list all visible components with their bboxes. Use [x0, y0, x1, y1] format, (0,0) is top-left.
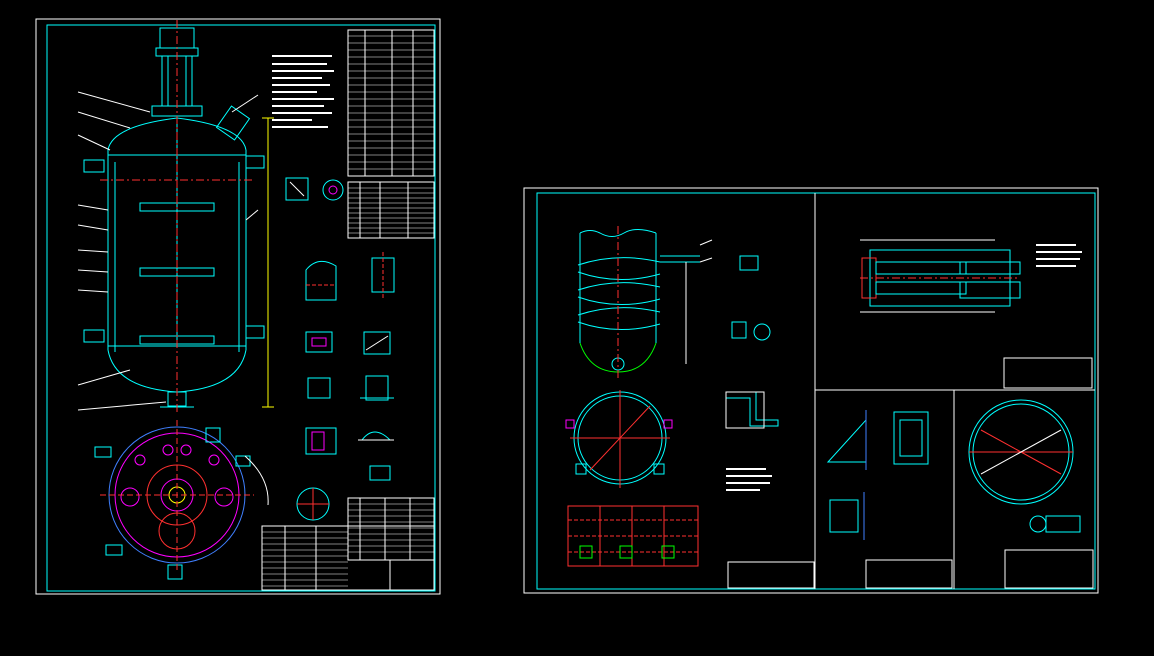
- detail-c: [305, 260, 337, 301]
- vessel-top-view: [94, 420, 269, 580]
- design-data-rows: [348, 35, 434, 170]
- sheet2-title-block-right: [1004, 549, 1094, 589]
- title-block-rows: [262, 531, 348, 587]
- coil-elevation-view: [577, 226, 713, 380]
- sheet1-outer-frame: [35, 18, 441, 595]
- sheet2-table-top-right: [1003, 357, 1093, 389]
- sheet2-title-block-left: [727, 561, 815, 589]
- detail-f: [363, 331, 391, 355]
- parts-list-rows: [348, 503, 434, 553]
- sheet2-inner-frame: [536, 192, 1096, 590]
- detail-b: [322, 179, 344, 201]
- support-detail-view: [826, 410, 929, 540]
- ring-plan-view: [968, 399, 1081, 533]
- coil-plan-view: [565, 390, 673, 488]
- detail-h: [360, 375, 394, 401]
- detail-d: [371, 252, 395, 298]
- nozzle-rows: [348, 187, 434, 234]
- reactor-assembly-sheet: [35, 18, 441, 595]
- sheet2-title-block-center: [865, 559, 953, 589]
- flange-notes: [1036, 244, 1082, 267]
- title-block: [261, 525, 435, 591]
- sheet2-outer-frame: [523, 187, 1099, 594]
- vessel-leader-lines: [77, 91, 259, 411]
- vessel-elevation-view: [77, 20, 274, 412]
- flange-section-view: [860, 239, 1021, 313]
- detail-section-circle: [296, 487, 330, 521]
- detail-k: [369, 465, 391, 481]
- detail-g: [307, 377, 331, 399]
- sheet2-small-details: [725, 255, 779, 429]
- detail-j: [358, 431, 394, 441]
- nozzle-table: [347, 181, 435, 239]
- sheet2-dividers: [814, 193, 1095, 589]
- detail-i: [305, 427, 337, 455]
- shell-development-view: [567, 505, 699, 567]
- detail-a: [285, 177, 309, 201]
- detail-e: [305, 331, 333, 353]
- technical-notes: [272, 55, 334, 128]
- jacket-and-coil-sheet: [523, 187, 1099, 594]
- design-data-table: [347, 29, 435, 177]
- sheet2-left-notes: [726, 468, 772, 491]
- detail-views: [285, 177, 395, 521]
- sheet1-inner-frame: [46, 24, 436, 592]
